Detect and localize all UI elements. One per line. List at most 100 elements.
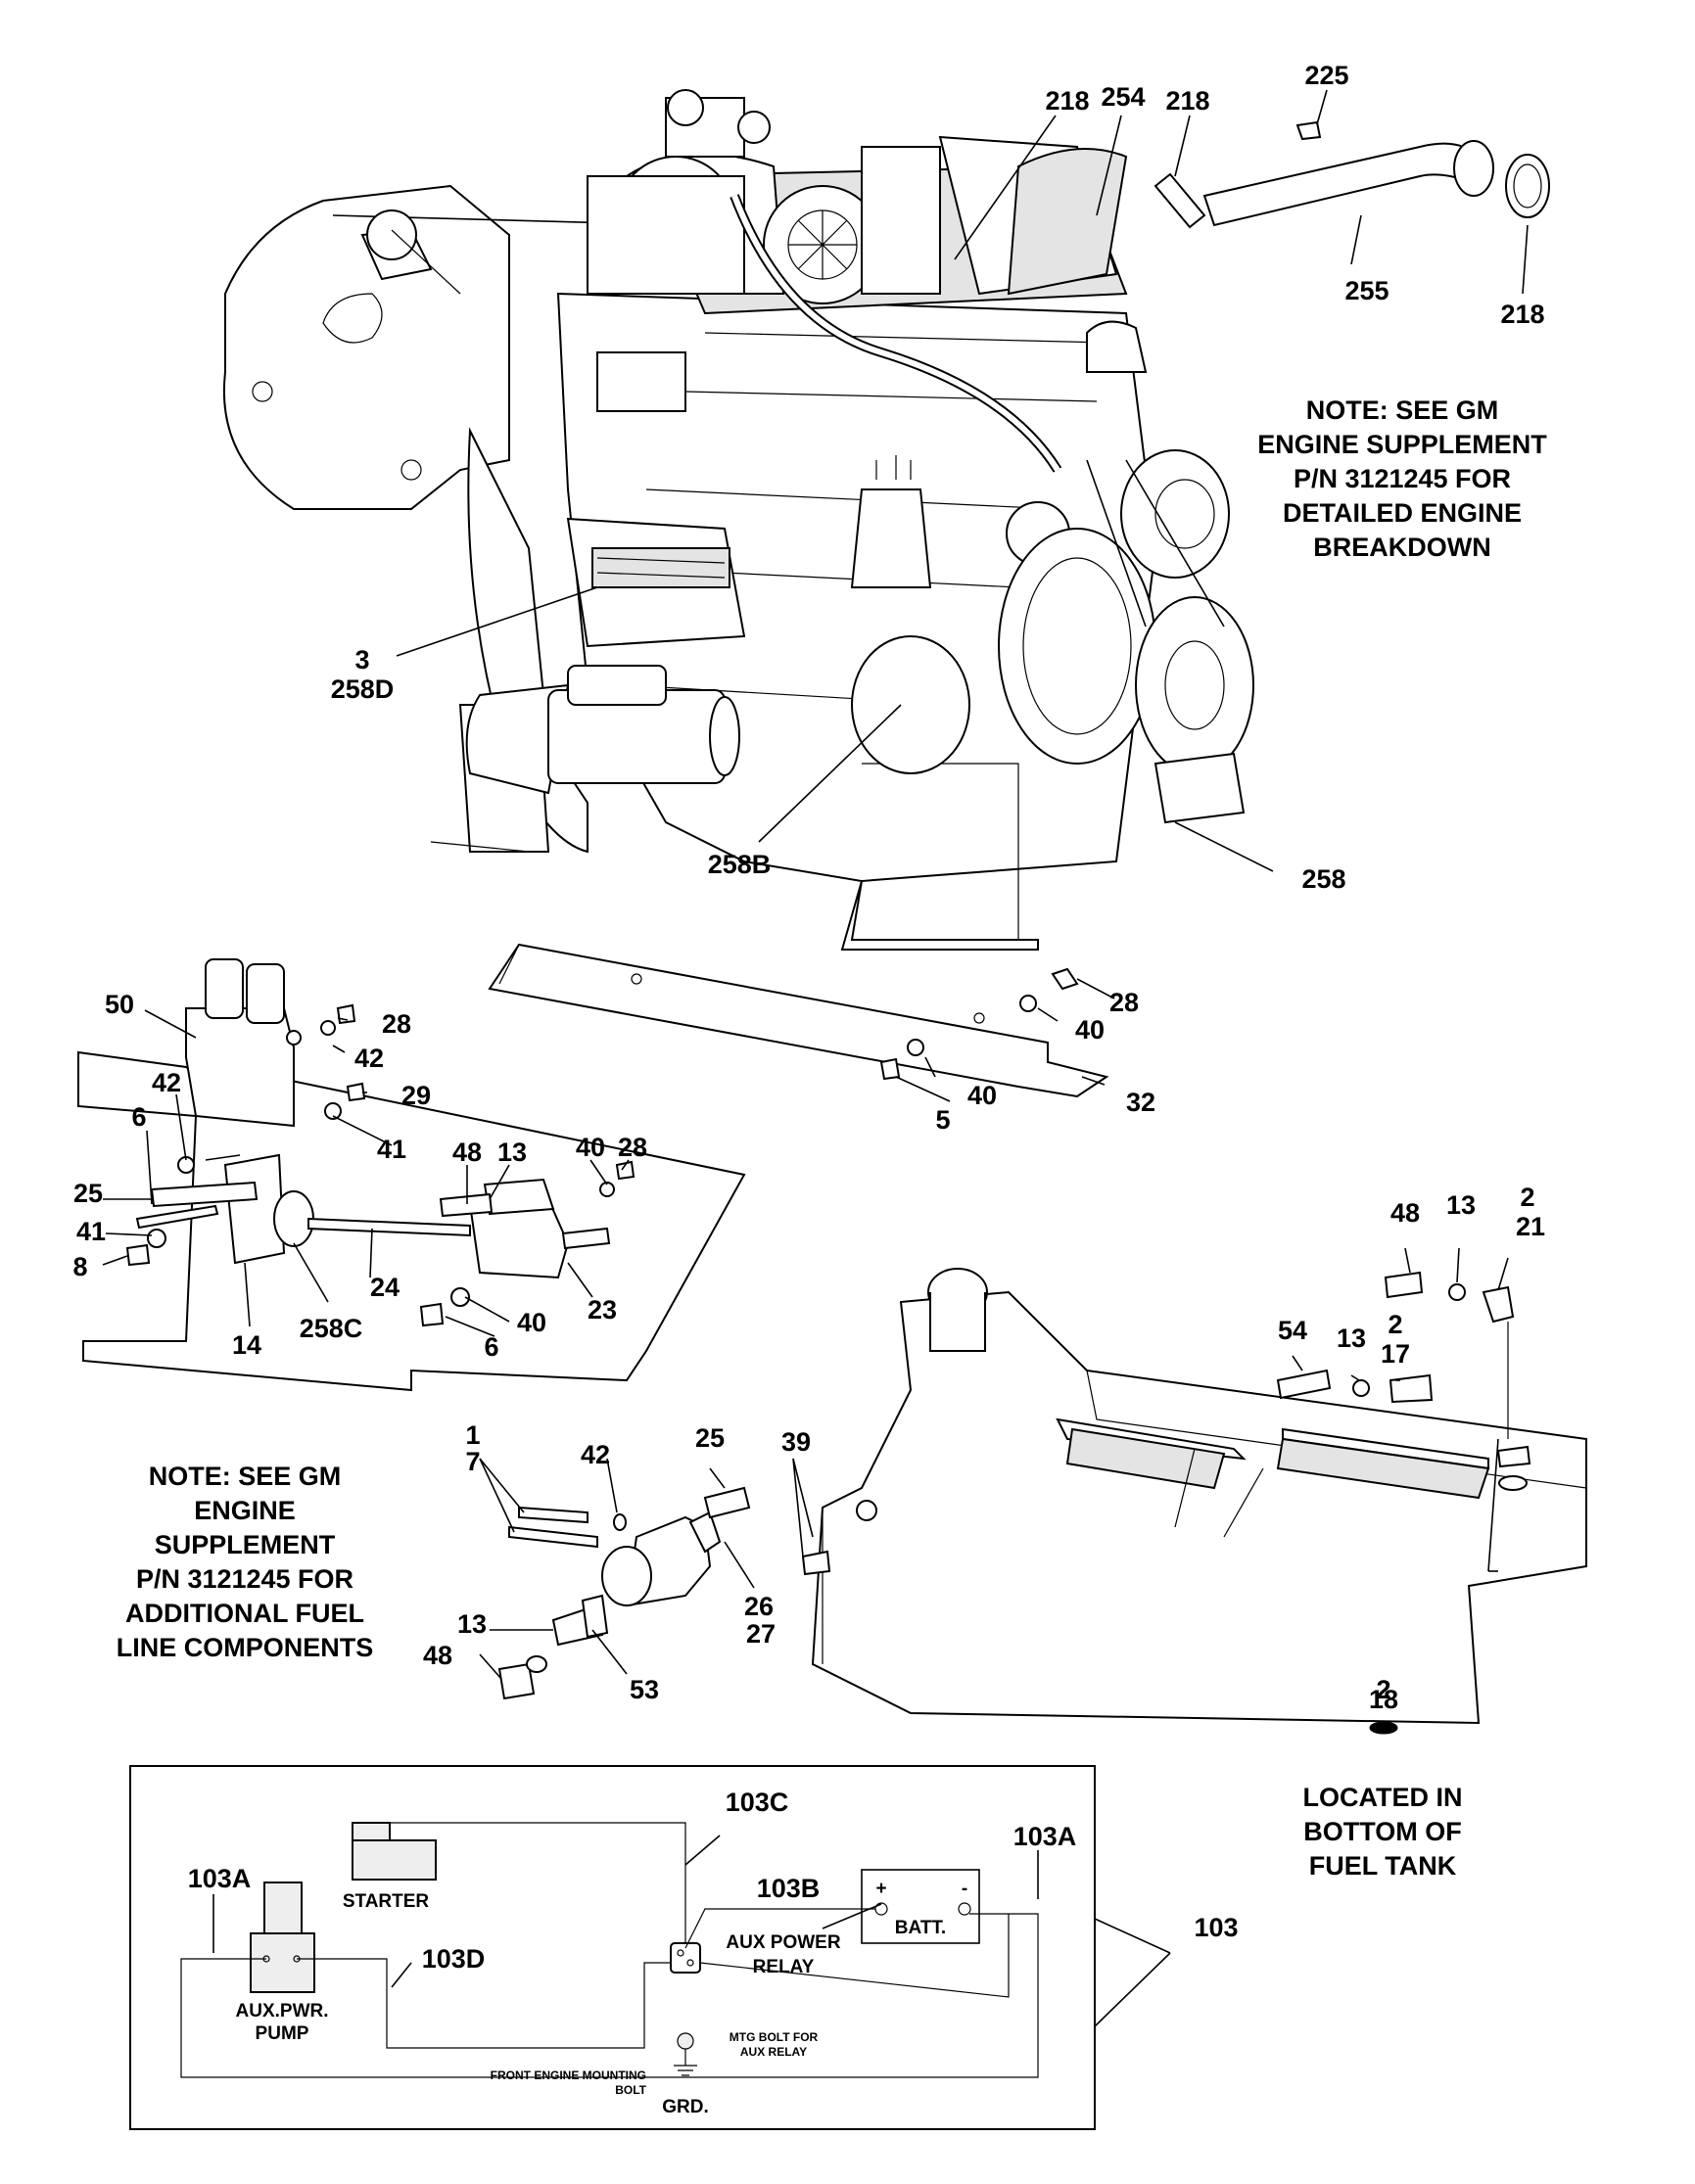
engine-note-line-1: NOTE: SEE GM <box>1306 395 1499 425</box>
callout-8: 8 <box>72 1252 87 1281</box>
callout-14: 14 <box>232 1330 261 1360</box>
fuel-lock-assembly <box>77 958 746 1392</box>
callout-39: 39 <box>781 1427 811 1457</box>
callout-254: 254 <box>1101 82 1145 112</box>
tank-note: LOCATED IN BOTTOM OF FUEL TANK <box>1303 1783 1463 1881</box>
callout-48: 48 <box>1390 1198 1420 1228</box>
callout-103C: 103C <box>726 1788 789 1817</box>
callout-24: 24 <box>370 1273 400 1302</box>
callout-6: 6 <box>484 1332 498 1362</box>
callout-28: 28 <box>1109 988 1139 1017</box>
mount-bracket-32 <box>488 943 1109 1098</box>
callout-28: 28 <box>382 1009 411 1039</box>
fuel-note-line-4: P/N 3121245 FOR <box>136 1564 353 1594</box>
callout-41: 41 <box>76 1217 106 1246</box>
callout-42: 42 <box>581 1440 610 1469</box>
engine-note-line-5: BREAKDOWN <box>1313 533 1491 562</box>
callout-1: 1 <box>465 1420 480 1450</box>
tank-note-line-3: FUEL TANK <box>1309 1851 1457 1881</box>
callout-54: 54 <box>1278 1316 1307 1345</box>
callout-48: 48 <box>452 1138 482 1167</box>
aux-relay-label-2: RELAY <box>753 1957 815 1977</box>
aux-pump-label-1: AUX.PWR. <box>236 2001 329 2021</box>
callout-26: 26 <box>744 1592 774 1621</box>
callout-258: 258 <box>1301 864 1345 894</box>
engine-assembly <box>222 89 1254 951</box>
callout-218: 218 <box>1165 86 1209 116</box>
engine-note-line-3: P/N 3121245 FOR <box>1294 464 1511 493</box>
callout-5: 5 <box>935 1105 950 1135</box>
fuel-note-line-6: LINE COMPONENTS <box>117 1633 374 1662</box>
callout-218: 218 <box>1045 86 1089 116</box>
callout-2: 2 <box>1520 1183 1534 1212</box>
front-bolt-label-2: BOLT <box>615 2083 646 2097</box>
fuel-note-line-3: SUPPLEMENT <box>155 1530 336 1559</box>
coolant-hose-assembly <box>1007 120 1550 296</box>
aux-relay-label-1: AUX POWER <box>726 1932 840 1953</box>
callout-103D: 103D <box>422 1944 486 1974</box>
callout-21: 21 <box>1516 1212 1545 1241</box>
front-bolt-label-1: FRONT ENGINE MOUNTING <box>491 2068 646 2082</box>
fuel-note-line-2: ENGINE <box>194 1496 296 1525</box>
callout-42: 42 <box>354 1044 384 1073</box>
engine-note-line-4: DETAILED ENGINE <box>1283 498 1522 528</box>
fuel-note: NOTE: SEE GM ENGINE SUPPLEMENT P/N 31212… <box>117 1462 374 1662</box>
wiring-schematic <box>129 1765 1096 2130</box>
callout-3: 3 <box>354 645 369 674</box>
callout-225: 225 <box>1304 61 1348 90</box>
callout-40: 40 <box>576 1133 605 1162</box>
callout-25: 25 <box>695 1423 725 1453</box>
fuel-tank <box>801 1268 1587 1735</box>
starter-label: STARTER <box>343 1891 430 1912</box>
fuel-note-line-1: NOTE: SEE GM <box>149 1462 342 1491</box>
callout-50: 50 <box>105 990 134 1019</box>
callout-258D: 258D <box>331 674 395 704</box>
callout-103B: 103B <box>757 1874 821 1903</box>
callout-labels: 225 218 254 218 255 218 3 258D 258B 258 … <box>72 61 1545 1974</box>
callout-23: 23 <box>588 1295 617 1324</box>
engine-note: NOTE: SEE GM ENGINE SUPPLEMENT P/N 31212… <box>1257 395 1547 562</box>
aux-pump-label-2: PUMP <box>256 2023 309 2044</box>
mtg-bolt-label-2: AUX RELAY <box>740 2045 807 2059</box>
callout-103: 103 <box>1194 1913 1238 1942</box>
callout-258B: 258B <box>708 850 772 879</box>
callout-7: 7 <box>465 1447 480 1476</box>
wiring-labels: STARTER AUX.PWR. PUMP AUX POWER RELAY BA… <box>236 1879 968 2117</box>
callout-2: 2 <box>1388 1310 1402 1339</box>
callout-2: 2 <box>1376 1675 1390 1704</box>
callout-29: 29 <box>401 1081 431 1110</box>
callout-13: 13 <box>1446 1190 1476 1220</box>
callout-28: 28 <box>618 1133 647 1162</box>
callout-48: 48 <box>423 1641 452 1670</box>
callout-53: 53 <box>630 1675 659 1704</box>
callout-41: 41 <box>377 1135 406 1164</box>
ground-label: GRD. <box>662 2097 709 2117</box>
callout-6: 6 <box>131 1102 146 1132</box>
callout-258C: 258C <box>300 1314 363 1343</box>
callout-40: 40 <box>517 1308 546 1337</box>
callout-13: 13 <box>497 1138 527 1167</box>
callout-103A: 103A <box>188 1864 252 1893</box>
callout-40: 40 <box>1075 1015 1105 1045</box>
callout-13: 13 <box>457 1609 487 1639</box>
callout-18-visible: 18 <box>1369 1685 1398 1714</box>
callout-13: 13 <box>1337 1324 1366 1353</box>
callout-218: 218 <box>1500 300 1544 329</box>
fuel-pump-assembly <box>497 1486 751 1700</box>
mtg-bolt-label-1: MTG BOLT FOR <box>730 2030 819 2044</box>
battery-label: BATT. <box>895 1918 946 1938</box>
tank-note-line-2: BOTTOM OF <box>1303 1817 1462 1846</box>
callout-103A: 103A <box>1013 1822 1077 1851</box>
callout-25: 25 <box>73 1179 103 1208</box>
callout-27: 27 <box>746 1619 776 1649</box>
callout-40: 40 <box>967 1081 997 1110</box>
tank-note-line-1: LOCATED IN <box>1303 1783 1463 1812</box>
callout-17: 17 <box>1381 1339 1410 1369</box>
battery-minus: - <box>962 1879 967 1899</box>
callout-32: 32 <box>1126 1088 1155 1117</box>
engine-note-line-2: ENGINE SUPPLEMENT <box>1257 430 1547 459</box>
callout-42: 42 <box>152 1068 181 1097</box>
callout-255: 255 <box>1344 276 1389 305</box>
leader-lines <box>102 89 1529 2027</box>
